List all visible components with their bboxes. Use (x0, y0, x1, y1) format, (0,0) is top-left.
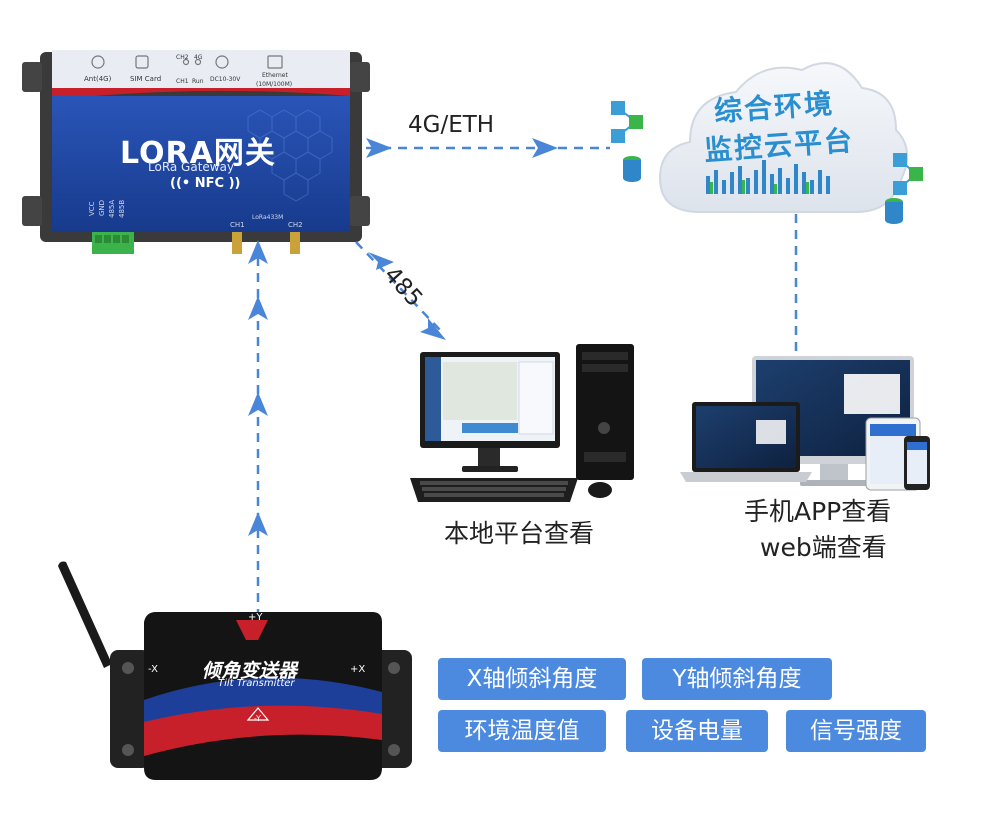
gateway-port-ethernet: Ethernet (262, 72, 288, 79)
gateway-port-dc: DC10-30V (210, 76, 241, 83)
local-pc (410, 344, 634, 502)
remote-devices (680, 356, 930, 491)
gateway-port-ethernet-speed: (10M/100M) (256, 81, 293, 88)
remote-label-app: 手机APP查看 (744, 497, 892, 526)
gateway-terminal-gnd: GND (98, 199, 106, 216)
local-platform-label: 本地平台查看 (444, 519, 595, 548)
transmitter-axis-y-bottom: -Y (254, 714, 261, 723)
gateway-antenna-lora: LoRa433M (252, 214, 284, 221)
feature-chip-temperature: 环境温度值 (438, 710, 606, 752)
gateway-led-ch2: CH2 (176, 54, 189, 61)
gateway-antenna-ch2: CH2 (288, 221, 303, 229)
gateway-port-ant: Ant(4G) (84, 75, 112, 83)
gateway-subtitle: LoRa Gateway (148, 160, 235, 174)
rs485-link-line (355, 241, 441, 331)
network-node-icon (611, 101, 923, 195)
eth-link-label: 4G/ETH (408, 112, 495, 138)
gateway-led-run: Run (192, 78, 204, 85)
remote-label-web: web端查看 (760, 533, 887, 562)
lora-gateway (22, 50, 370, 254)
gateway-terminal-485a: 485A (108, 199, 116, 218)
database-icon (623, 156, 903, 224)
transmitter-axis-y-top: +Y (248, 612, 263, 623)
feature-chip-y-tilt: Y轴倾斜角度 (642, 658, 832, 700)
feature-chip-x-tilt: X轴倾斜角度 (438, 658, 626, 700)
feature-chip-battery: 设备电量 (626, 710, 768, 752)
gateway-nfc-label: NFC (194, 176, 225, 191)
gateway-title: LORA网关 (120, 136, 276, 171)
gateway-terminal-vcc: VCC (88, 201, 96, 216)
transmitter-axis-x-right: +X (350, 664, 366, 675)
gateway-antenna-ch1: CH1 (230, 221, 245, 229)
transmitter-axis-x-left: -X (148, 664, 158, 675)
gateway-port-sim: SIM Card (130, 75, 162, 83)
nfc-wave-icon: ((• (170, 176, 191, 191)
tilt-transmitter (58, 561, 412, 780)
gateway-nfc: ((• NFC )) (170, 176, 240, 191)
nfc-wave-icon: )) (228, 176, 241, 191)
feature-chip-signal: 信号强度 (786, 710, 926, 752)
transmitter-subtitle: Tilt Transmitter (218, 678, 295, 689)
gateway-led-4g: 4G (194, 54, 203, 61)
gateway-terminal-485b: 485B (118, 199, 126, 218)
gateway-led-ch1: CH1 (176, 78, 189, 85)
arrow-heads (248, 138, 558, 536)
cloud-platform-shape (658, 62, 908, 213)
transmitter-title: 倾角变送器 (202, 660, 298, 682)
